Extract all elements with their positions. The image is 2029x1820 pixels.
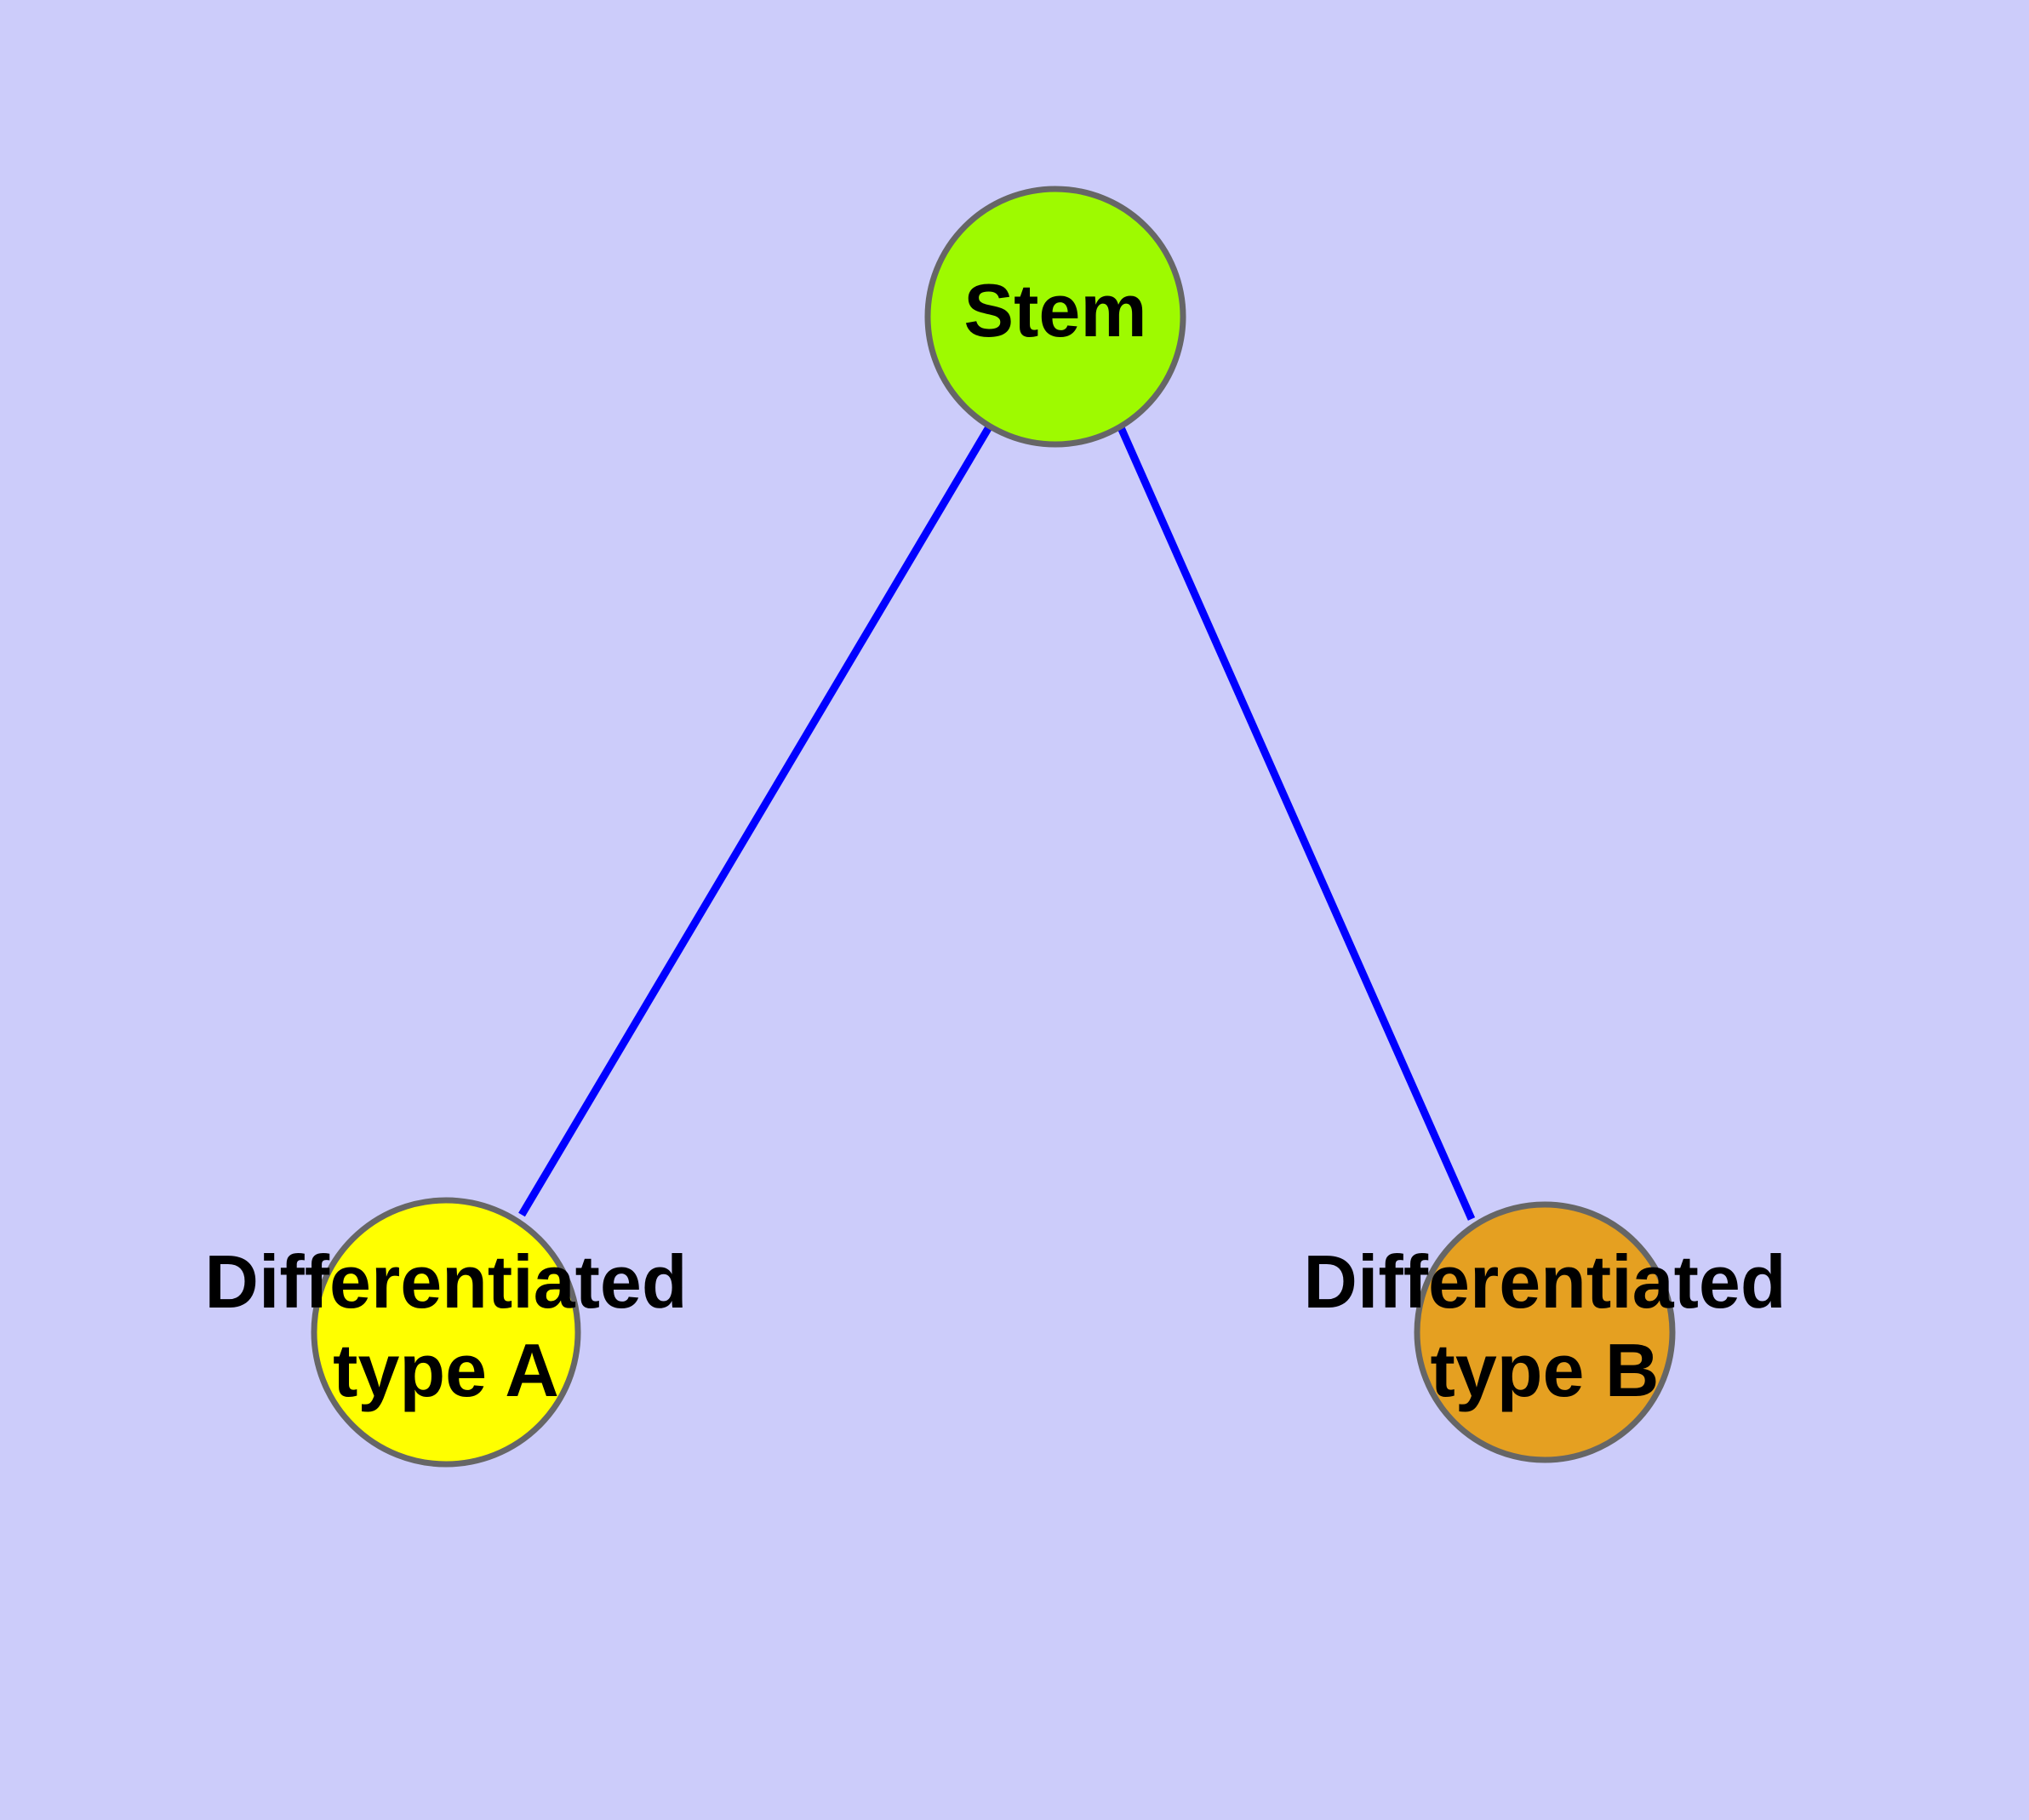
label-line: Differentiated xyxy=(1303,1239,1786,1324)
node-differentiated-type-b-circle[interactable] xyxy=(1414,1201,1676,1463)
node-stem-circle[interactable] xyxy=(924,186,1186,448)
edge-stem-to-differentiated-type-a[interactable] xyxy=(518,423,993,1217)
label-line: Stem xyxy=(963,268,1146,352)
edges-group xyxy=(518,423,1476,1221)
edge-stem-to-differentiated-type-b[interactable] xyxy=(1116,424,1476,1221)
node-differentiated-type-b[interactable] xyxy=(1414,1201,1676,1463)
node-differentiated-type-a[interactable] xyxy=(311,1197,581,1468)
label-line: type B xyxy=(1431,1328,1660,1412)
node-stem[interactable] xyxy=(924,186,1186,448)
node-stem-label: Stem xyxy=(963,268,1146,352)
node-differentiated-type-a-circle[interactable] xyxy=(311,1197,581,1468)
nodes-group xyxy=(311,186,1676,1468)
label-line: type A xyxy=(333,1328,559,1412)
label-line: Differentiated xyxy=(204,1239,687,1324)
